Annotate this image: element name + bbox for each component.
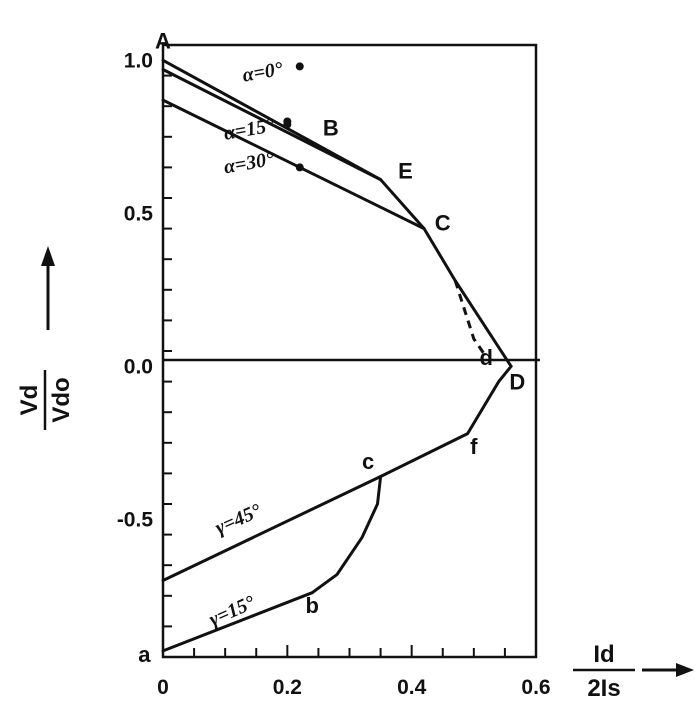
point-label-b: b <box>305 593 318 618</box>
series-line-5 <box>310 475 383 595</box>
y-tick-label: 0.0 <box>124 355 153 378</box>
point-label-E: E <box>398 158 413 183</box>
point-label-f: f <box>470 434 478 459</box>
x-axis-arrow <box>642 663 694 677</box>
annotation-2: α=30° <box>222 148 276 178</box>
y-axis-arrow <box>41 246 55 330</box>
point-label-c: c <box>362 449 374 474</box>
series-line-2 <box>161 98 426 231</box>
x-tick-label: 0.2 <box>273 676 302 699</box>
series-line-3 <box>161 364 513 582</box>
x-axis-label-denominator: 2Is <box>587 675 620 702</box>
y-axis-label: Vd Vdo <box>16 370 75 430</box>
marker-dot <box>295 62 304 71</box>
point-label-a: a <box>138 642 151 667</box>
point-label-B: B <box>323 116 339 141</box>
y-tick-label: 0.5 <box>124 202 154 225</box>
y-tick-label: 1.0 <box>124 49 153 72</box>
dashed-segment <box>453 280 488 358</box>
point-label-d: d <box>480 345 493 370</box>
point-label-D: D <box>509 370 525 395</box>
marker-dot <box>283 117 292 126</box>
y-axis-label-numerator: Vd <box>16 385 43 416</box>
x-tick-label: 0.4 <box>397 676 427 699</box>
point-label-C: C <box>435 210 451 235</box>
series-line-1 <box>161 68 383 182</box>
marker-dot <box>295 163 304 172</box>
point-label-A: A <box>155 28 171 53</box>
x-axis-label-numerator: Id <box>593 641 614 668</box>
annotation-1: α=15° <box>222 114 276 144</box>
series-line-0 <box>161 58 513 368</box>
x-axis-label: Id 2Is <box>573 641 635 702</box>
y-axis-label-denominator: Vdo <box>48 377 75 422</box>
y-tick-label: -0.5 <box>117 508 154 531</box>
annotation-0: α=0° <box>241 58 285 87</box>
x-tick-label: 0 <box>157 676 169 699</box>
x-tick-label: 0.6 <box>521 676 550 699</box>
annotation-3: γ=45° <box>212 500 265 540</box>
series-line-4 <box>161 591 314 653</box>
